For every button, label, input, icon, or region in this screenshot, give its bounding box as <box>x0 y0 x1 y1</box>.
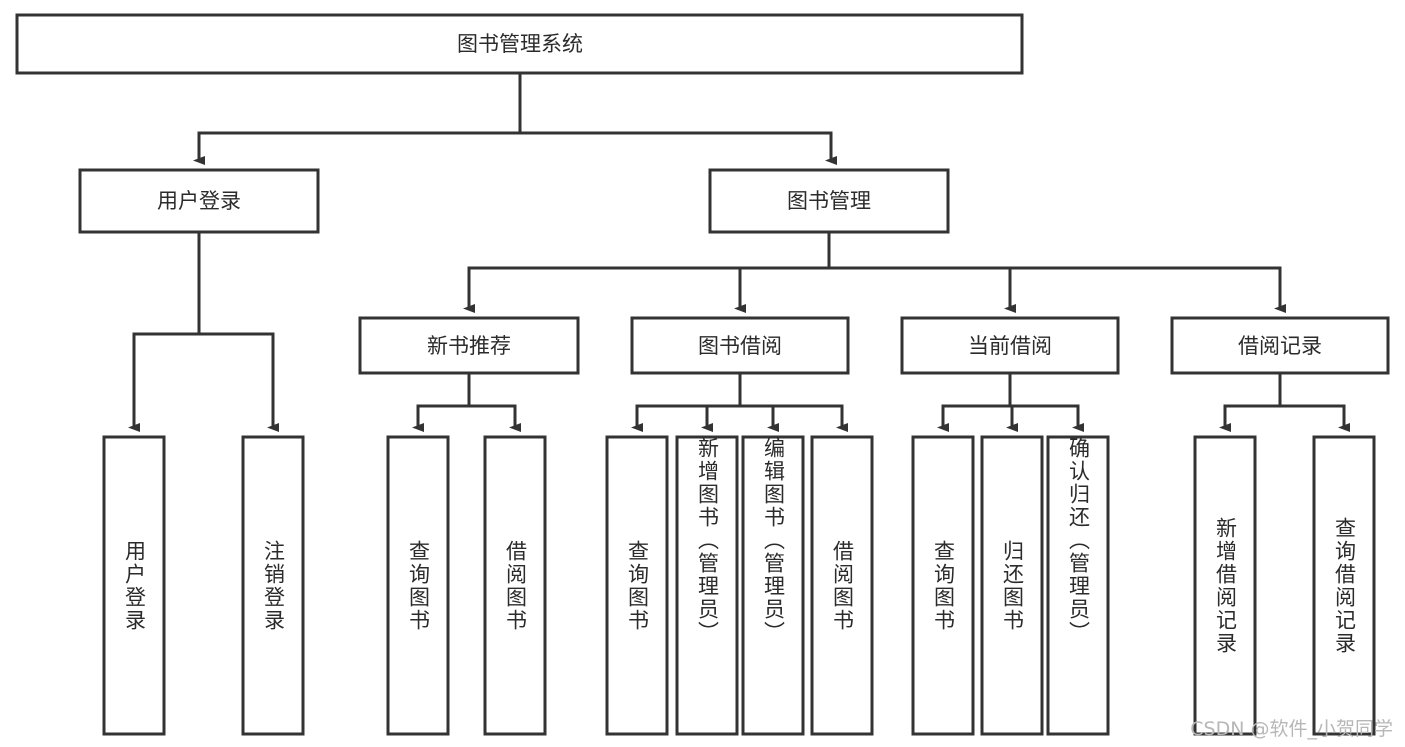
connector-user-login-to-leaves <box>128 230 279 432</box>
connector-book-manage-to-level3 <box>463 230 1286 313</box>
leaf-rect-rec-query-record[interactable] <box>1312 435 1376 736</box>
leaf-rect-rec-query-book[interactable] <box>386 435 450 736</box>
node-new-book-rec[interactable]: 新书推荐 <box>358 316 580 375</box>
node-borrow-record-label: 借阅记录 <box>1238 334 1322 358</box>
leaf-node-rects <box>102 435 1376 736</box>
node-borrow-record[interactable]: 借阅记录 <box>1170 316 1390 375</box>
connector-current-borrow-to-leaves <box>937 371 1084 432</box>
leaf-rect-rec-add-record[interactable] <box>1193 435 1257 736</box>
leaf-rect-user-logout[interactable] <box>241 435 305 736</box>
leaf-rect-user-login[interactable] <box>102 435 166 736</box>
node-current-borrow-label: 当前借阅 <box>968 334 1052 358</box>
connector-book-borrow-to-leaves <box>631 371 848 432</box>
leaf-rect-cur-confirm-return[interactable] <box>1046 435 1110 736</box>
leaf-rect-rec-borrow-book[interactable] <box>483 435 547 736</box>
leaf-rect-borrow-query-book[interactable] <box>605 435 669 736</box>
node-current-borrow[interactable]: 当前借阅 <box>900 316 1120 375</box>
node-user-login-label: 用户登录 <box>157 189 241 213</box>
leaf-rect-cur-query-book[interactable] <box>911 435 975 736</box>
node-root-label: 图书管理系统 <box>457 32 583 56</box>
node-book-manage-label: 图书管理 <box>787 189 871 213</box>
node-new-book-rec-label: 新书推荐 <box>427 334 511 358</box>
leaf-rect-borrow-add-book[interactable] <box>675 435 739 736</box>
node-book-borrow[interactable]: 图书借阅 <box>630 316 850 375</box>
leaf-rect-borrow-edit-book[interactable] <box>741 435 805 736</box>
connector-borrow-record-to-leaves <box>1219 371 1350 432</box>
node-user-login[interactable]: 用户登录 <box>78 168 320 234</box>
node-book-manage[interactable]: 图书管理 <box>708 168 950 234</box>
connector-new-book-rec-to-leaves <box>412 371 521 432</box>
node-book-borrow-label: 图书借阅 <box>698 334 782 358</box>
connector-root-to-level2 <box>193 71 837 165</box>
leaf-rect-cur-return-book[interactable] <box>980 435 1044 736</box>
leaf-rect-borrow-borrow-book[interactable] <box>810 435 874 736</box>
node-root[interactable]: 图书管理系统 <box>15 13 1024 75</box>
